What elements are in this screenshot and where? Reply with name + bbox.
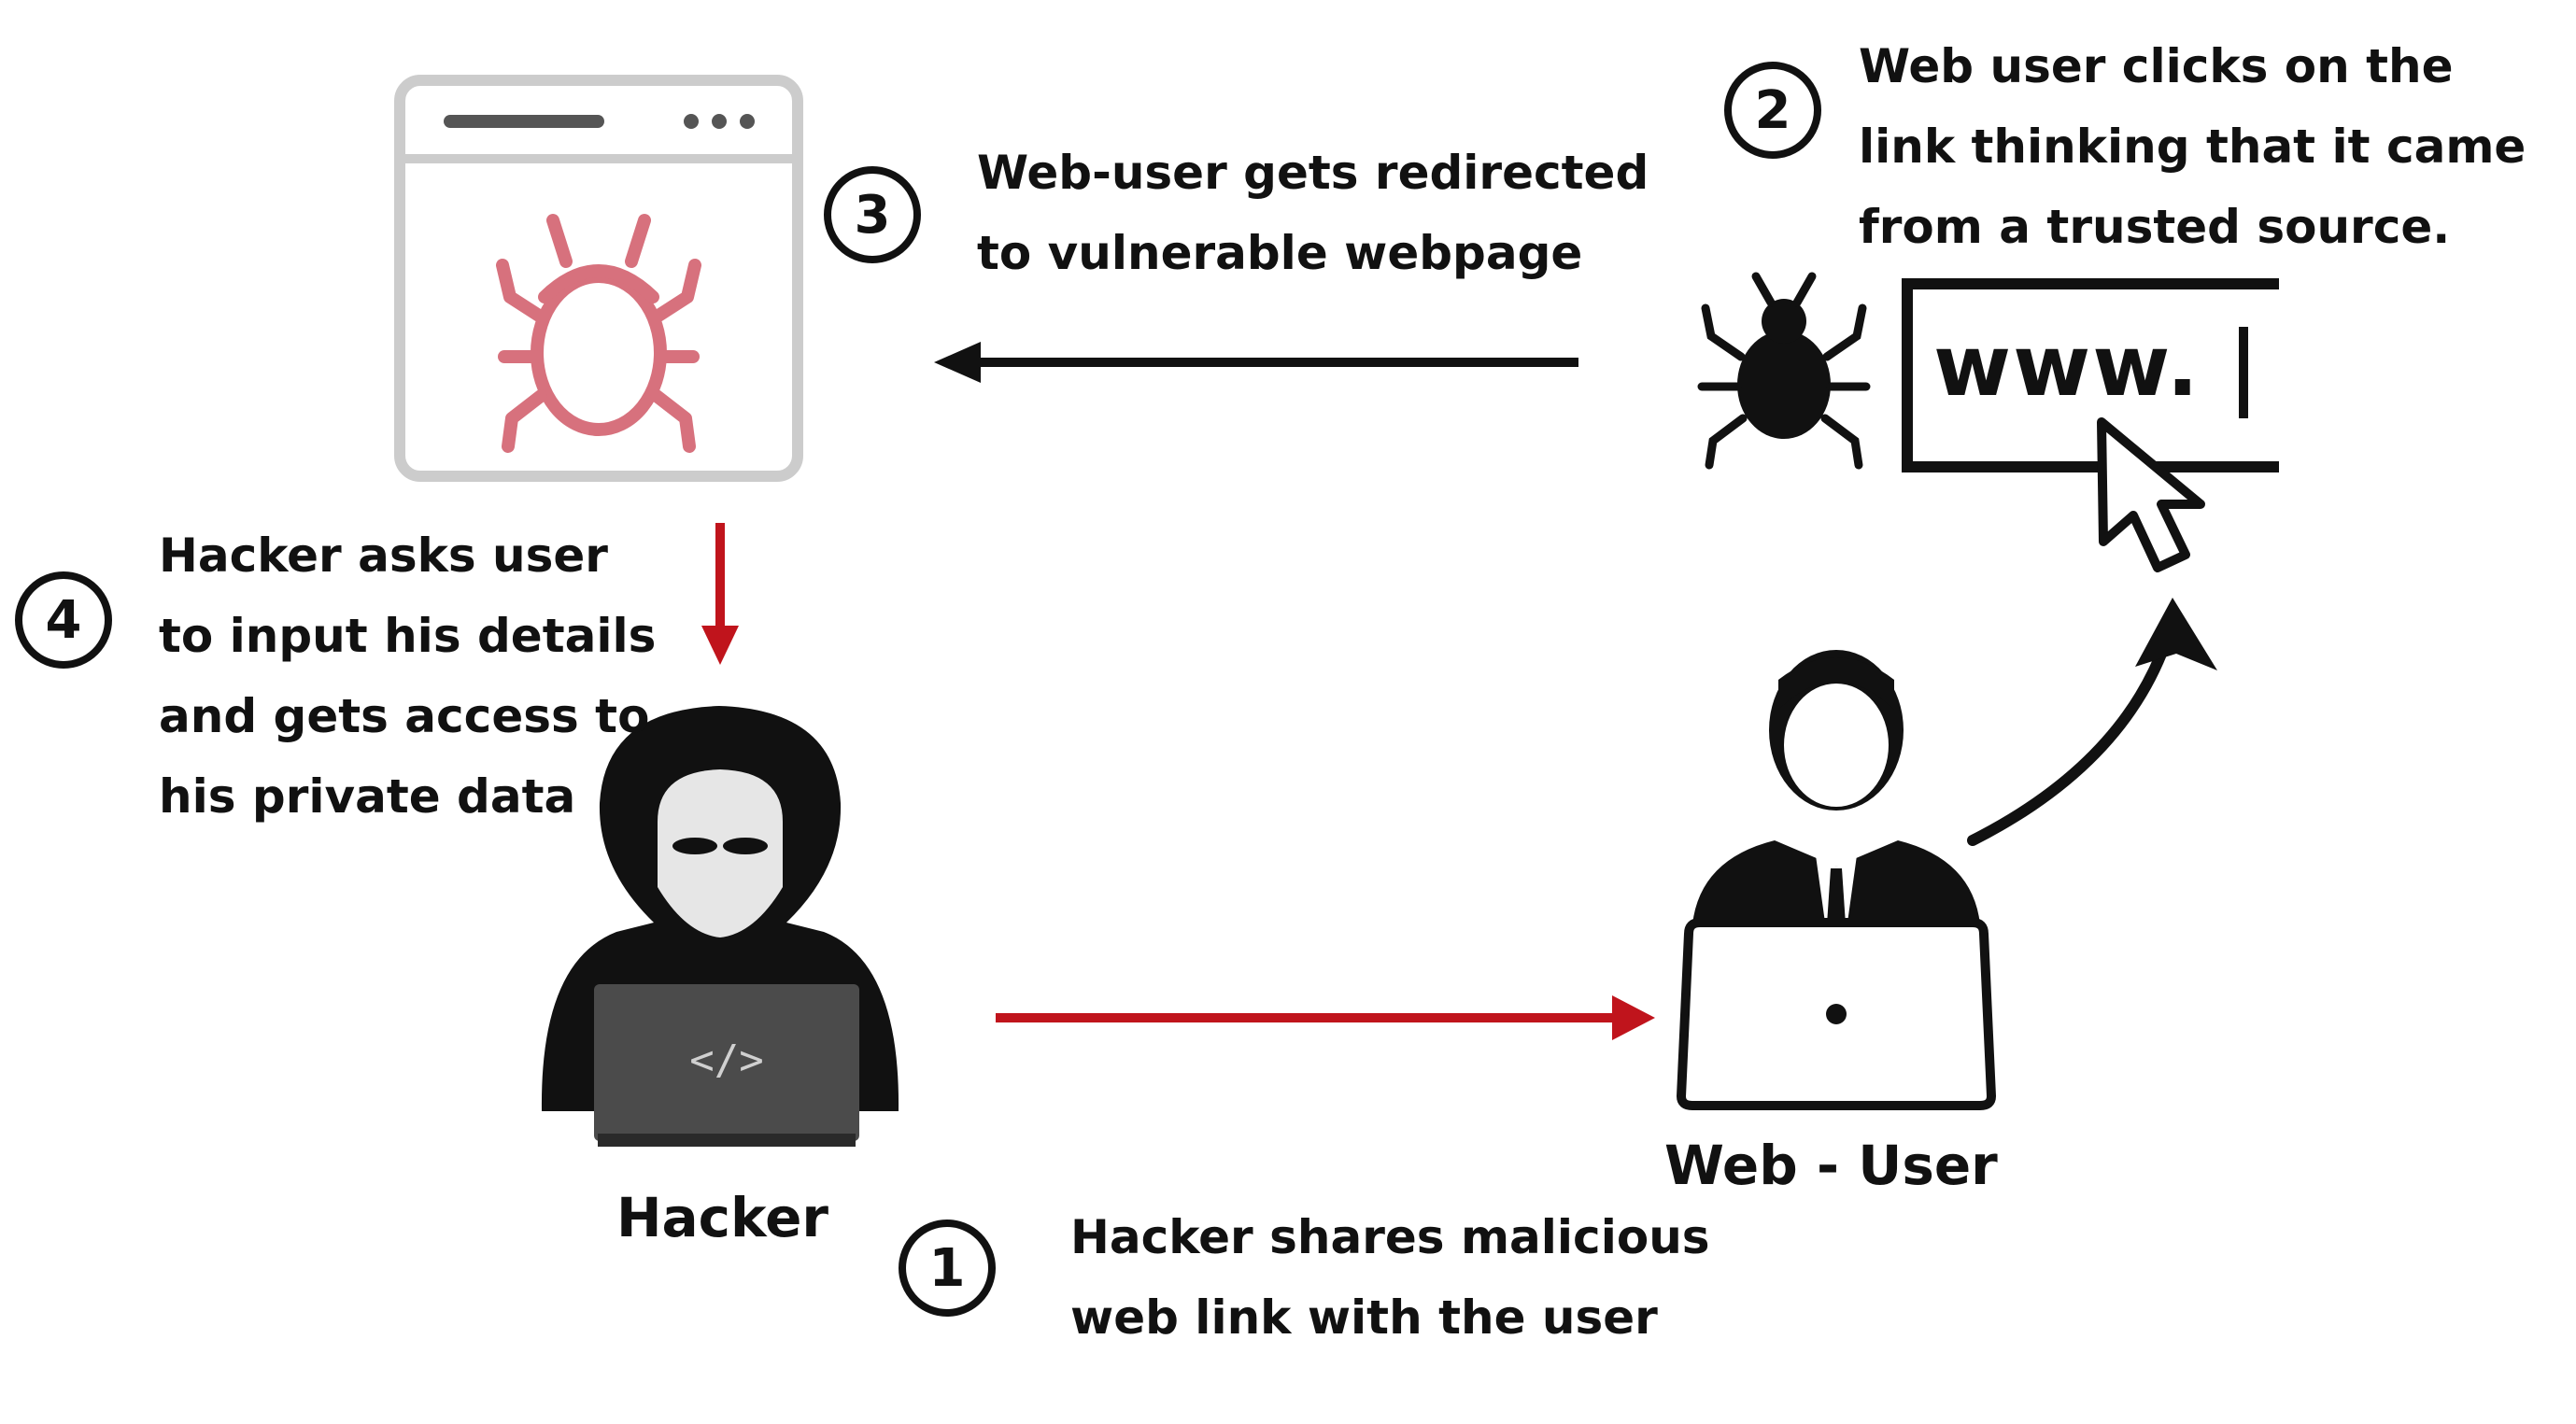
step-2-text: Web user clicks on the link thinking tha… [1859,26,2526,267]
step-3-badge: 3 [824,166,921,263]
step-3-text: Web-user gets redirected to vulnerable w… [977,133,1649,293]
step-4-text: Hacker asks user to input his details an… [159,515,656,837]
step-4-line: Hacker asks user [159,515,656,596]
pointer-cursor-icon [2102,422,2201,568]
url-text: www. [1933,317,2201,416]
step-2-line: Web user clicks on the [1859,26,2526,106]
step-2-line: from a trusted source. [1859,187,2526,267]
step-4-badge: 4 [15,571,112,669]
step-1-text: Hacker shares malicious web link with th… [1070,1197,1710,1358]
arrow-step-3 [934,342,1578,383]
step-1-line: Hacker shares malicious [1070,1197,1710,1277]
step-3-line: to vulnerable webpage [977,213,1649,293]
web-user-label: Web - User [1664,1134,1998,1197]
step-4-line: to input his details [159,596,656,676]
step-4-line: and gets access to [159,676,656,756]
step-4-line: his private data [159,756,656,837]
step-2-line: link thinking that it came [1859,106,2526,187]
malicious-webpage-icon [400,80,798,476]
step-1-badge: 1 [899,1220,996,1317]
hacker-label: Hacker [616,1186,828,1249]
step-3-line: Web-user gets redirected [977,133,1649,213]
arrow-step-2 [1973,598,2217,840]
bug-icon [1702,276,1866,465]
laptop-code-icon: </> [654,1036,800,1084]
step-1-line: web link with the user [1070,1277,1710,1358]
arrow-step-4 [701,523,739,665]
web-user-icon [1681,650,1991,1106]
step-2-badge: 2 [1724,62,1821,159]
arrow-step-1 [996,995,1655,1040]
